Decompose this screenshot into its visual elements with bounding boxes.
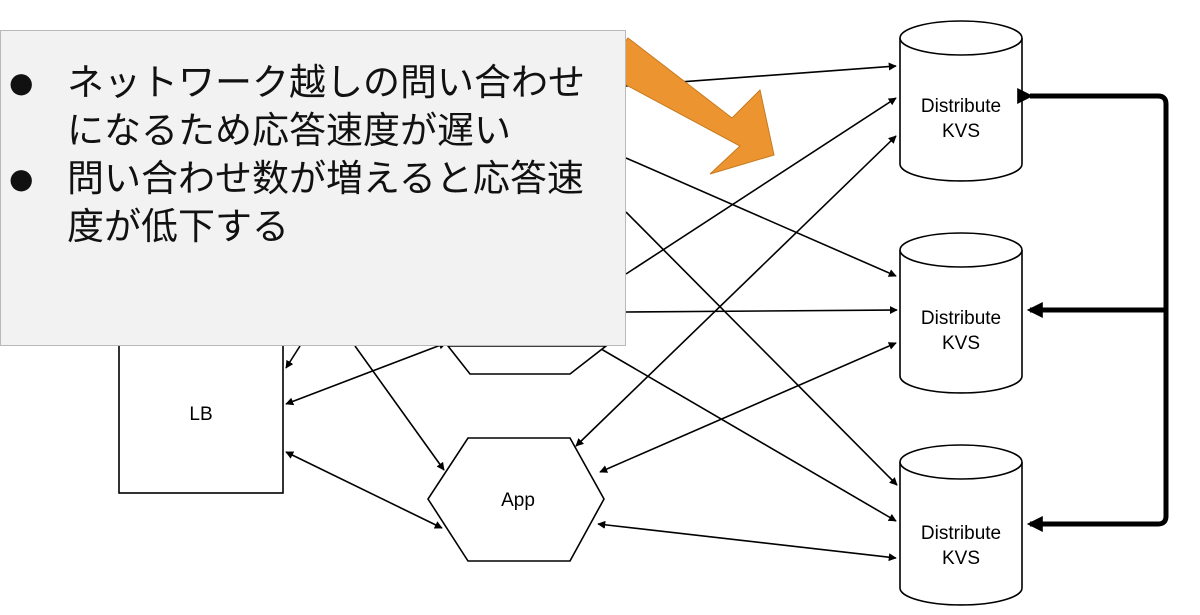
- edge-lb-app2: [285, 451, 443, 529]
- edge-app-kvs2: [599, 342, 897, 473]
- callout-bullet-text: 問い合わせ数が増えると応答速度が低下する: [67, 157, 584, 248]
- callout-bullet-item: ● 問い合わせ数が増えると応答速度が低下する: [1, 155, 625, 251]
- bullet-dot-icon: ●: [9, 66, 34, 99]
- callout-bullet-list: ● ネットワーク越しの問い合わせになるため応答速度が遅い ● 問い合わせ数が増え…: [1, 31, 625, 251]
- connection-lines: [285, 62, 898, 562]
- edge-lb-app1: [285, 341, 447, 406]
- edge-mid-kvs2: [625, 306, 898, 315]
- kvs-cylinder-3: [899, 444, 1023, 606]
- edge-lb-app3: [285, 345, 301, 369]
- callout-bullet-item: ● ネットワーク越しの問い合わせになるため応答速度が遅い: [1, 59, 625, 155]
- lb-box: [118, 335, 284, 494]
- edge-mid-app2: [354, 345, 445, 471]
- edge-app1-kvs3: [625, 211, 898, 486]
- edge-mid-kvs3: [595, 345, 897, 522]
- callout-box: ● ネットワーク越しの問い合わせになるため応答速度が遅い ● 問い合わせ数が増え…: [0, 30, 626, 346]
- kvs-cylinder-2: [899, 232, 1023, 394]
- callout-bullet-text: ネットワーク越しの問い合わせになるため応答速度が遅い: [67, 61, 585, 152]
- edge-app-kvs3: [597, 520, 897, 562]
- replication-bus: [1017, 88, 1169, 532]
- orange-highlight-arrow: [601, 37, 775, 175]
- bullet-dot-icon: ●: [9, 162, 34, 195]
- lb-label: LB: [189, 404, 212, 425]
- app-middle-hexagon: [446, 345, 609, 375]
- kvs-cylinder-1: [899, 20, 1023, 182]
- app-hexagon: [427, 437, 605, 562]
- app-label: App: [501, 490, 535, 511]
